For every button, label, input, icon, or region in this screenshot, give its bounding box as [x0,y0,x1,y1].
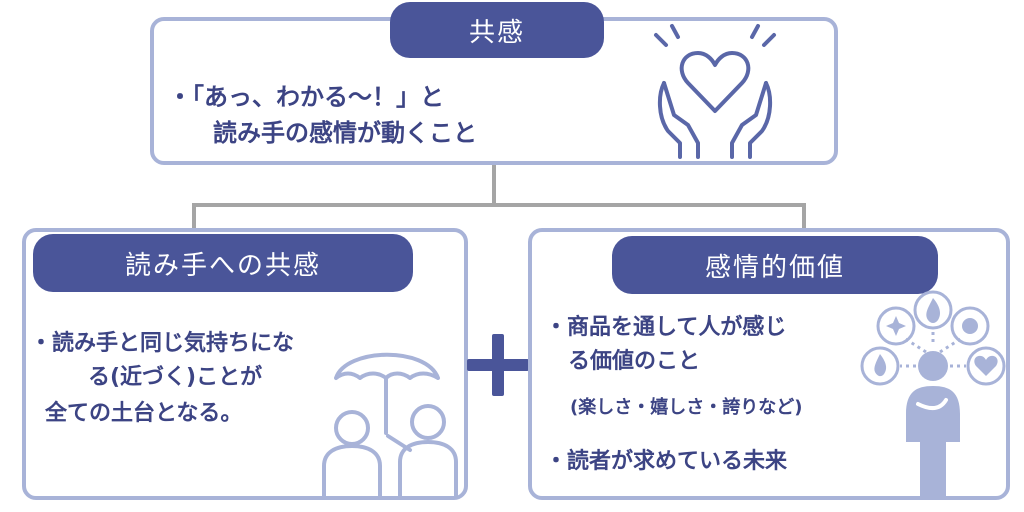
connector-right-drop [802,203,806,229]
connector-horizontal [192,203,806,207]
right-bullet1-line1: ・商品を通して人が感じ [545,315,787,340]
right-bullet1-line2: る価値のこと [568,349,701,374]
top-title: 共感 [390,2,604,58]
top-text-line2: 読み手の感情が動くこと [213,119,477,147]
left-text-line1: ・読み手と同じ気持ちにな [30,331,295,356]
left-text-line3: 全ての土台となる。 [45,401,243,426]
connector-left-drop [192,203,196,229]
umbrella-people-icon [322,352,458,498]
right-note: (楽しさ・嬉しさ・誇りなど) [570,397,803,418]
connector-vertical [492,163,496,205]
person-emotions-icon [860,290,1006,498]
left-title: 読み手への共感 [33,234,413,292]
plus-icon [467,334,529,396]
top-text-line1: ・「あっ、わかる〜！」と [168,83,444,111]
right-bullet2: ・読者が求めている未来 [545,449,788,474]
right-title: 感情的価値 [612,236,938,294]
hands-heart-icon [654,24,776,159]
left-text-line2: る(近づく)ことが [88,365,263,390]
